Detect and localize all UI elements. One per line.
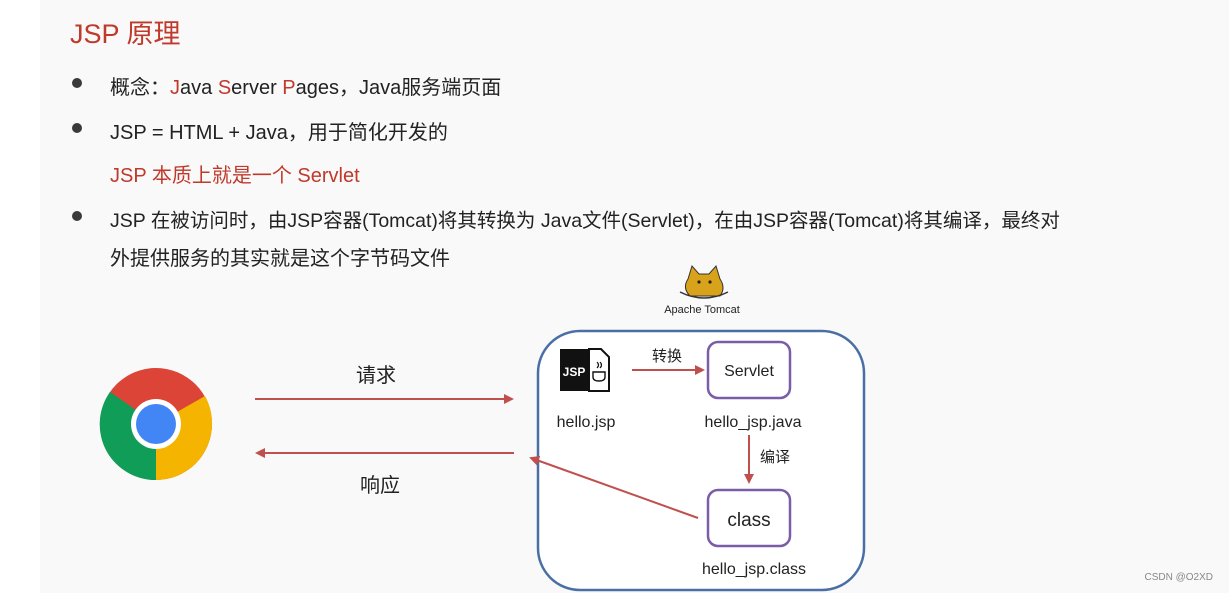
bullet-dot — [72, 211, 82, 221]
concept-ages: ages，Java服务端页面 — [295, 77, 502, 99]
bullet-dot — [72, 123, 82, 133]
letter-p: P — [282, 77, 296, 99]
bullet-process-line2: 外提供服务的其实就是这个字节码文件 — [110, 248, 450, 270]
response-label: 响应 — [360, 474, 400, 497]
class-file-label: hello_jsp.class — [702, 561, 806, 578]
jsp-icon-text: JSP — [563, 365, 586, 379]
letter-j: J — [170, 77, 180, 99]
slide-title: JSP 原理 — [70, 19, 181, 49]
jsp-file-icon: JSP — [560, 348, 610, 392]
convert-label: 转换 — [652, 348, 682, 365]
concept-erver: erver — [231, 77, 283, 99]
servlet-file-label: hello_jsp.java — [705, 414, 802, 431]
bullet-essence: JSP 本质上就是一个 Servlet — [110, 165, 360, 187]
bullet-process-line1: JSP 在被访问时，由JSP容器(Tomcat)将其转换为 Java文件(Ser… — [110, 210, 1060, 232]
class-box — [706, 488, 792, 548]
class-response-arrow — [529, 455, 699, 519]
bullet-concept: 概念：Java Server Pages，Java服务端页面 — [110, 71, 501, 100]
tomcat-label: Apache Tomcat — [664, 304, 740, 316]
concept-ava: ava — [180, 77, 218, 99]
compile-label: 编译 — [760, 449, 790, 466]
servlet-box — [706, 340, 792, 400]
bullet-dot — [72, 78, 82, 88]
concept-prefix: 概念： — [110, 77, 170, 99]
chrome-browser-icon — [99, 368, 213, 481]
request-label: 请求 — [356, 364, 396, 387]
servlet-box-label: Servlet — [724, 363, 774, 380]
jsp-file-label: hello.jsp — [557, 414, 616, 431]
class-box-label: class — [727, 510, 770, 531]
letter-s: S — [217, 77, 232, 99]
tomcat-cat-icon — [679, 264, 729, 299]
watermark: CSDN @O2XD — [1144, 572, 1214, 583]
bullet-definition: JSP = HTML + Java，用于简化开发的 — [110, 122, 448, 144]
